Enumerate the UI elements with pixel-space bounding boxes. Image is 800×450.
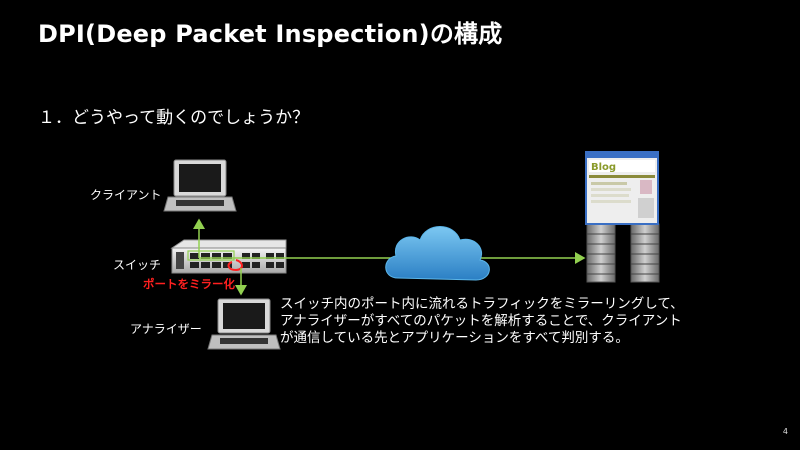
analyzer-label: アナライザー: [130, 322, 202, 336]
description-line: スイッチ内のポート内に流れるトラフィックをミラーリングして、: [280, 296, 684, 312]
description-line: アナライザーがすべてのパケットを解析することで、クライアント: [280, 313, 682, 329]
blog-browser-window: [585, 151, 659, 225]
mirror-port-label: ポートをミラー化: [143, 277, 235, 291]
blog-logo-text: Blog: [591, 162, 616, 173]
analyzer-laptop-icon: [207, 298, 281, 350]
mirror-loop-arrow: [227, 259, 243, 272]
internet-cloud-icon: [385, 226, 490, 281]
switch-label: スイッチ: [113, 258, 162, 272]
description-line: が通信している先とアプリケーションをすべて判別する。: [280, 330, 629, 346]
client-label: クライアント: [90, 188, 162, 202]
description-text: スイッチ内のポート内に流れるトラフィックをミラーリングして、 アナライザーがすべ…: [280, 296, 780, 347]
slide-subtitle: １．どうやって動くのでしょうか？: [38, 108, 310, 128]
switch-port-highlight: [187, 250, 235, 261]
slide-title: DPI(Deep Packet Inspection)の構成: [38, 20, 503, 48]
client-laptop-icon: [163, 159, 237, 212]
server-rack-icon: [586, 223, 660, 283]
page-number: 4: [782, 427, 788, 436]
